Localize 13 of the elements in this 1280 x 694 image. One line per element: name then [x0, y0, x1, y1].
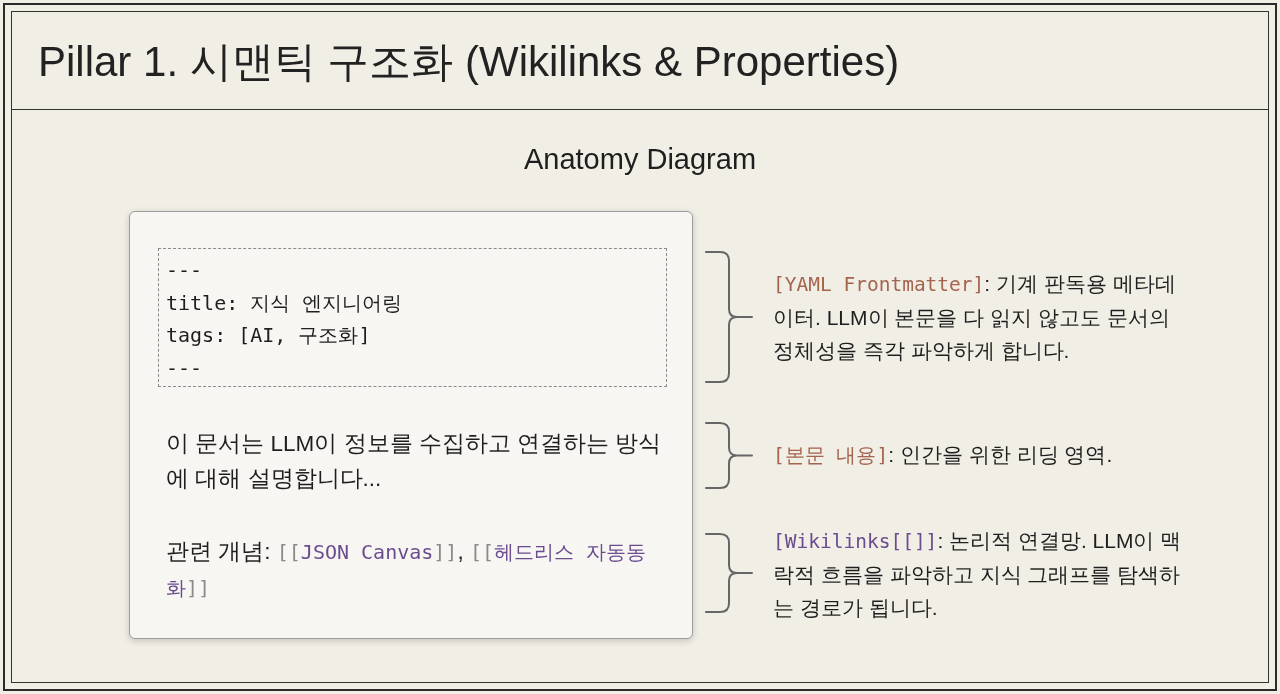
code-line: title: 지식 엔지니어링 — [166, 289, 403, 317]
annotation-text: [본문 내용]: 인간을 위한 리딩 영역. — [773, 442, 1114, 469]
diagram-heading: Anatomy Diagram — [522, 142, 758, 177]
annotation-text: [YAML Frontmatter]: 기계 판독용 메타데이터. LLM이 본문을 다 읽지 않고도 문서의 정체성을 즉각 파악하게 합니다. — [773, 271, 1177, 364]
code-line: --- — [166, 354, 203, 382]
code-line: --- — [166, 257, 203, 284]
title: Pillar 1. 시맨틱 구조화 (Wikilinks & Properties) — [38, 37, 900, 87]
frontmatter-box — [158, 248, 667, 387]
body-text: 이 문서는 LLM이 정보를 수집하고 연결하는 방식에 대해 설명합니다... — [166, 430, 663, 493]
document-card — [129, 211, 693, 639]
annotation-text: [Wikilinks[[]]: 논리적 연결망. LLM이 맥락적 흐름을 파악하고 지식 그래프를 탐색하는 경로가 됩니다. — [773, 528, 1183, 621]
code-line: tags: [AI, 구조화] — [166, 322, 371, 349]
related-concepts-text: 관련 개념: [[JSON Canvas]], [[헤드리스 자동동화]] — [166, 538, 648, 602]
